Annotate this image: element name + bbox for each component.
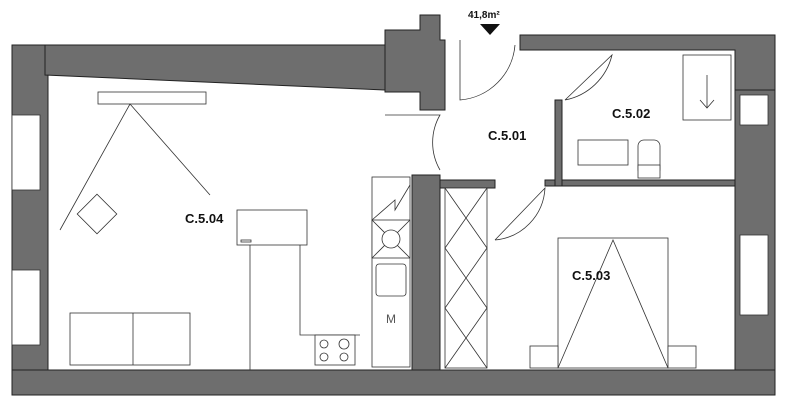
window-left-1 bbox=[11, 114, 41, 191]
stove-icon bbox=[381, 229, 401, 249]
wall-top-left bbox=[44, 44, 386, 91]
bathroom-door bbox=[564, 53, 613, 101]
wall-bath-left bbox=[554, 99, 563, 187]
total-area: 41,8m² bbox=[468, 10, 500, 21]
living-door bbox=[385, 114, 441, 171]
bedroom-furniture bbox=[444, 187, 697, 369]
light-cone bbox=[59, 103, 211, 231]
entrance-arrow-icon bbox=[480, 24, 500, 35]
bed bbox=[557, 237, 669, 369]
room-label-hall: C.5.01 bbox=[488, 128, 526, 143]
room-label-bathroom: C.5.02 bbox=[612, 106, 650, 121]
nightstand-right bbox=[667, 345, 697, 369]
bathroom-fixtures bbox=[577, 54, 732, 179]
pillar-top bbox=[384, 14, 446, 111]
bedroom-door bbox=[494, 186, 546, 241]
entrance-door bbox=[459, 40, 516, 101]
counter-edge bbox=[299, 245, 360, 336]
window-left-2 bbox=[11, 269, 41, 346]
lamp bbox=[76, 193, 118, 235]
tv-unit bbox=[97, 91, 207, 105]
toilet-tank bbox=[637, 164, 661, 179]
windows bbox=[11, 94, 769, 346]
window-right-2 bbox=[739, 234, 769, 316]
room-label-bedroom: C.5.03 bbox=[572, 268, 610, 283]
sofa bbox=[69, 312, 191, 366]
arrow-down-icon bbox=[699, 75, 715, 109]
nightstand-left bbox=[529, 345, 559, 369]
burner bbox=[319, 352, 329, 362]
cooktop bbox=[314, 334, 356, 366]
living-furniture: M bbox=[59, 91, 411, 370]
wall-bath-bed bbox=[544, 179, 736, 187]
burner bbox=[338, 338, 350, 350]
washbasin bbox=[577, 139, 629, 166]
dining-table bbox=[236, 209, 308, 246]
wall-hall-bath bbox=[439, 179, 496, 189]
chair bbox=[240, 239, 252, 243]
microwave-label: M bbox=[386, 312, 396, 326]
room-label-living: C.5.04 bbox=[185, 211, 224, 226]
window-right-1 bbox=[739, 94, 769, 126]
wall-top-right bbox=[519, 34, 776, 91]
sink-icon bbox=[375, 263, 407, 297]
bed-lines bbox=[557, 238, 669, 369]
wall-partition bbox=[411, 174, 441, 371]
doors bbox=[385, 40, 613, 241]
wardrobe-cross bbox=[444, 187, 488, 369]
fridge-icon bbox=[371, 184, 411, 221]
burner bbox=[319, 339, 329, 349]
wall-bottom bbox=[11, 369, 776, 396]
burner bbox=[339, 352, 349, 362]
